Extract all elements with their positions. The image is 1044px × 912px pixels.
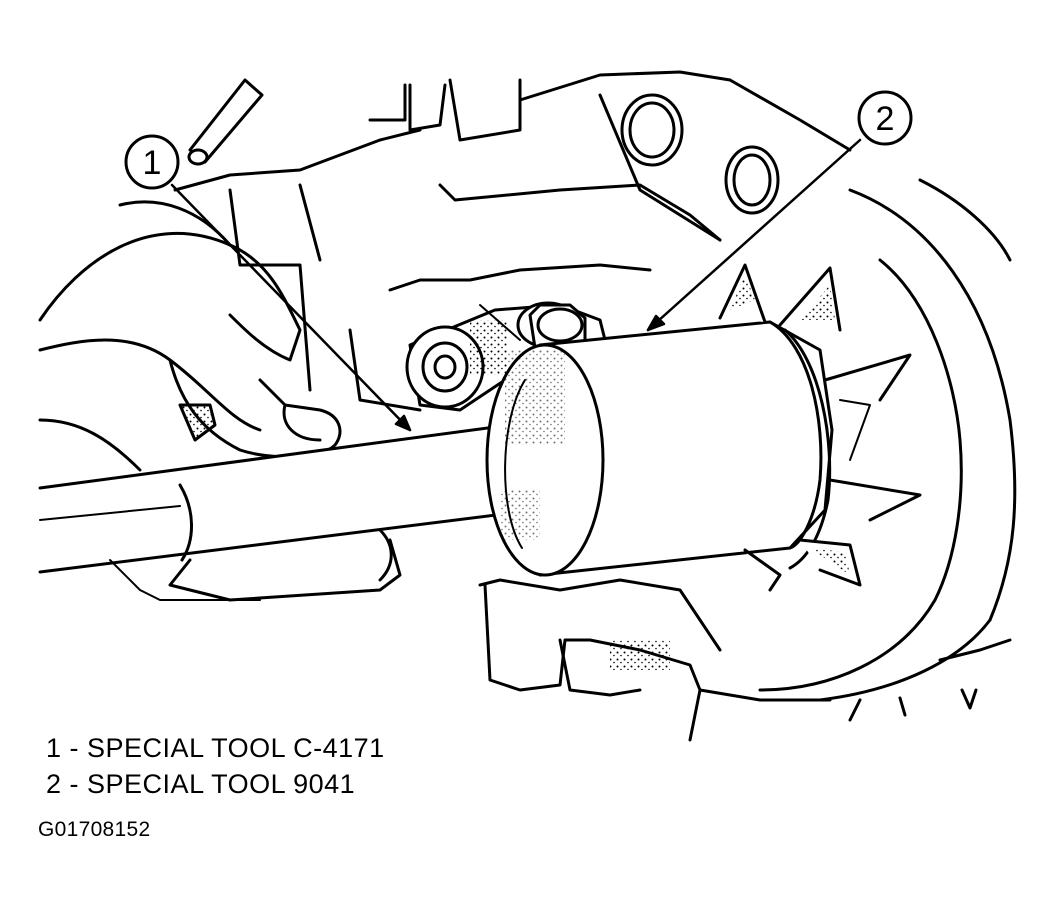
legend-item: 1 - SPECIAL TOOL C-4171 [46,730,385,766]
leader-line-2 [646,138,862,332]
gear-teeth [718,263,922,592]
callout-label-2: 2 [876,100,895,138]
housing-outline [173,70,852,412]
callout-leaders [170,138,862,432]
leader-arrow-1 [394,414,412,432]
callout-circle-2 [857,90,913,146]
leader-arrow-2 [646,314,666,332]
guide-pin [187,78,264,166]
legend-separator: - [61,733,88,763]
leader-line-1 [170,183,412,432]
callout-label-1: 1 [143,144,162,182]
legend-number: 1 [46,733,62,763]
legend-label: SPECIAL TOOL 9041 [87,769,356,799]
callout-circle-1 [124,134,180,190]
lower-housing [478,578,832,742]
callout-2 [857,90,913,146]
legend-label: SPECIAL TOOL C-4171 [87,733,385,763]
legend-number: 2 [46,769,62,799]
legend-separator: - [61,769,88,799]
special-tool-9041 [485,320,834,577]
figure-id: G01708152 [38,818,151,841]
technician-hand [38,200,342,472]
legend: 1 - SPECIAL TOOL C-4171 2 - SPECIAL TOOL… [46,730,385,802]
legend-item: 2 - SPECIAL TOOL 9041 [46,766,385,802]
flywheel-housing [758,178,1017,722]
housing-mount-holes [620,93,780,215]
callout-1 [124,134,180,190]
